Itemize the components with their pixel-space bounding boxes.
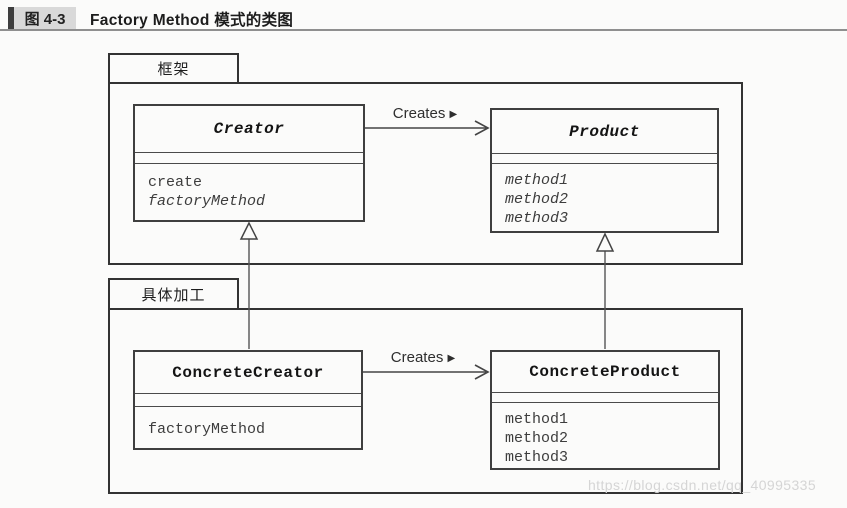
class-methods-concrete-creator: factoryMethod [135, 406, 361, 448]
method-factorymethod: factoryMethod [148, 421, 266, 438]
method-method3-abstract: method3 [505, 210, 569, 227]
package-framework-tab: 框架 [108, 53, 239, 84]
package-concrete-body [108, 308, 743, 494]
creates-direction-icon: ▶ [449, 109, 458, 120]
method-method2-abstract: method2 [505, 191, 569, 208]
class-box-concrete-creator: ConcreteCreator factoryMethod [133, 350, 363, 450]
figure-title: Factory Method 模式的类图 [90, 12, 294, 29]
class-title-concrete-creator: ConcreteCreator [172, 363, 324, 382]
figure-accent-bar [8, 7, 14, 30]
class-title-product: Product [569, 122, 640, 141]
class-box-concrete-product: ConcreteProduct method1 method2 method3 [490, 350, 720, 470]
class-attrs-creator [135, 152, 363, 163]
class-attrs-product [492, 153, 717, 163]
method-method2: method2 [505, 430, 569, 447]
creates-direction-icon: ▶ [447, 353, 456, 364]
header-divider [0, 29, 847, 31]
class-box-creator: Creator create factoryMethod [133, 104, 365, 222]
package-framework-label: 框架 [157, 61, 190, 78]
method-factorymethod-abstract: factoryMethod [148, 193, 266, 210]
creates-label-top: Creates ▶ [392, 105, 458, 122]
method-method1: method1 [505, 411, 569, 428]
figure-number-badge: 图 4-3 [14, 7, 76, 30]
method-method3: method3 [505, 449, 569, 466]
class-methods-concrete-product: method1 method2 method3 [492, 402, 718, 468]
creates-label-bottom: Creates ▶ [390, 349, 456, 366]
package-concrete-label: 具体加工 [141, 286, 206, 304]
class-box-product: Product method1 method2 method3 [490, 108, 719, 233]
class-attrs-concrete-product [492, 392, 718, 402]
class-title-creator: Creator [213, 120, 285, 138]
package-framework-body [108, 82, 743, 265]
package-concrete-tab: 具体加工 [108, 278, 239, 310]
class-attrs-concrete-creator [135, 393, 361, 406]
class-title-concrete-product: ConcreteProduct [529, 363, 681, 381]
watermark: https://blog.csdn.net/qq_40995335 [588, 477, 817, 493]
method-create: create [148, 174, 203, 191]
class-methods-creator: create factoryMethod [135, 163, 363, 220]
method-method1-abstract: method1 [505, 172, 569, 189]
class-methods-product: method1 method2 method3 [492, 163, 717, 231]
